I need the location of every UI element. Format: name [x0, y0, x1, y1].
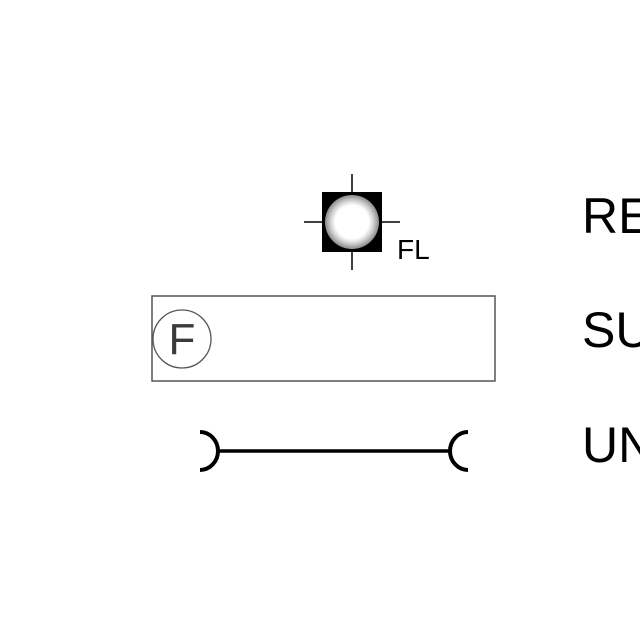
legend-item-rectangle: F SU — [151, 295, 640, 382]
legend-label-su: SU — [582, 302, 640, 358]
legend-item-fixture: FL RE — [304, 174, 640, 270]
square-fixture-icon — [304, 174, 400, 270]
bracket-line-icon — [199, 430, 469, 472]
legend-label-re: RE — [582, 188, 640, 244]
circled-letter: F — [169, 315, 196, 364]
fixture-tag: FL — [397, 234, 430, 265]
legend-item-bracket-line: UN — [199, 417, 640, 473]
rectangle-f-icon — [151, 295, 496, 382]
legend-label-un: UN — [582, 417, 640, 473]
